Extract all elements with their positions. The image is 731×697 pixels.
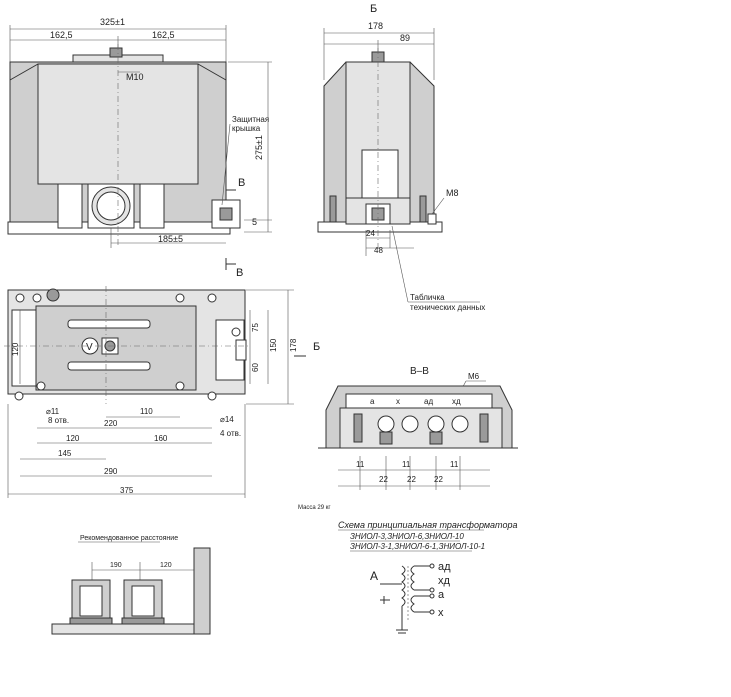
dim-front-left-half: 162,5 xyxy=(50,30,73,40)
schema-line2: ЗНИОЛ-3-1,ЗНИОЛ-6-1,ЗНИОЛ-10-1 xyxy=(350,542,485,551)
schema-line1: ЗНИОЛ-3,ЗНИОЛ-6,ЗНИОЛ-10 xyxy=(350,532,464,541)
section-mark-bottom: В xyxy=(236,267,243,279)
dim-11-a: 11 xyxy=(356,460,365,469)
view-arrow-b: Б xyxy=(313,341,320,353)
dim-160: 160 xyxy=(154,434,168,443)
schema-label-x: x xyxy=(438,607,444,619)
symbol-v: V xyxy=(86,342,93,353)
schema-label-ad: aд xyxy=(438,561,451,573)
schema-label-a: a xyxy=(438,589,445,601)
dim-22-a: 22 xyxy=(379,475,388,484)
terminal-x: x xyxy=(396,397,400,406)
recommended-title: Рекомендованное расстояние xyxy=(80,535,178,542)
dim-side-width: 178 xyxy=(368,21,383,31)
section-bb: В–В M6 a x aд xд 11 11 11 22 22 22 xyxy=(318,366,518,490)
mass-note: Масса 29 кг xyxy=(298,505,331,511)
hole-11-label: ⌀11 xyxy=(46,407,60,416)
label-protective-cover-2: крышка xyxy=(232,124,261,133)
dim-front-right-half: 162,5 xyxy=(152,30,175,40)
hole-11-count: 8 отв. xyxy=(48,416,69,425)
dim-front-bottom: 185±5 xyxy=(158,234,183,244)
dim-11-c: 11 xyxy=(450,460,459,469)
section-bb-title: В–В xyxy=(410,366,429,377)
recommended-dim-120: 120 xyxy=(160,562,172,569)
label-data-plate-1: Табличка xyxy=(410,293,445,302)
dim-60: 60 xyxy=(251,363,260,372)
dim-front-height: 275±1 xyxy=(254,135,264,160)
dim-178-top: 178 xyxy=(289,338,298,352)
dim-11-b: 11 xyxy=(402,460,411,469)
schema-label-xd: xд xyxy=(438,575,451,587)
dim-290: 290 xyxy=(104,467,118,476)
dim-145: 145 xyxy=(58,449,72,458)
schema-title: Схема принципиальная трансформатора xyxy=(338,520,517,530)
hole-14-count: 4 отв. xyxy=(220,429,241,438)
section-bb-thread: M6 xyxy=(468,372,480,381)
top-view: V 120 75 60 150 178 Б ⌀11 8 отв. xyxy=(4,286,331,511)
side-view: Б 178 89 M8 24 48 Табличка технических д… xyxy=(317,3,485,312)
label-data-plate-2: технических данных xyxy=(410,303,485,312)
label-thread-m8: M8 xyxy=(446,188,459,198)
dim-22-c: 22 xyxy=(434,475,443,484)
schema-label-a-primary: А xyxy=(370,569,378,583)
dim-150: 150 xyxy=(269,338,278,352)
schema: Схема принципиальная трансформатора ЗНИО… xyxy=(338,520,517,634)
dim-front-overall: 325±1 xyxy=(100,17,125,27)
dim-48: 48 xyxy=(374,246,383,255)
dim-side-half: 89 xyxy=(400,33,410,43)
terminal-ad: aд xyxy=(424,397,433,406)
dim-24: 24 xyxy=(366,229,375,238)
recommended-dim-190: 190 xyxy=(110,562,122,569)
recommended-spacing: Рекомендованное расстояние 190 120 xyxy=(51,535,211,635)
side-view-label: Б xyxy=(370,3,377,15)
front-view: 325±1 162,5 162,5 M10 Защитная крышка 27… xyxy=(7,17,272,279)
terminal-xd: xд xyxy=(452,397,461,406)
dim-top-120-vertical: 120 xyxy=(11,342,20,356)
terminal-a: a xyxy=(370,397,375,406)
dim-110: 110 xyxy=(140,407,153,416)
dim-22-b: 22 xyxy=(407,475,416,484)
dim-375: 375 xyxy=(120,486,134,495)
dim-220: 220 xyxy=(104,419,118,428)
hole-14-label: ⌀14 xyxy=(220,415,234,424)
dim-five: 5 xyxy=(252,217,257,227)
label-thread-m10: M10 xyxy=(126,72,144,82)
dim-120-bottom: 120 xyxy=(66,434,80,443)
dim-75: 75 xyxy=(251,323,260,332)
label-protective-cover-1: Защитная xyxy=(232,115,269,124)
section-mark-top: В xyxy=(238,177,245,189)
